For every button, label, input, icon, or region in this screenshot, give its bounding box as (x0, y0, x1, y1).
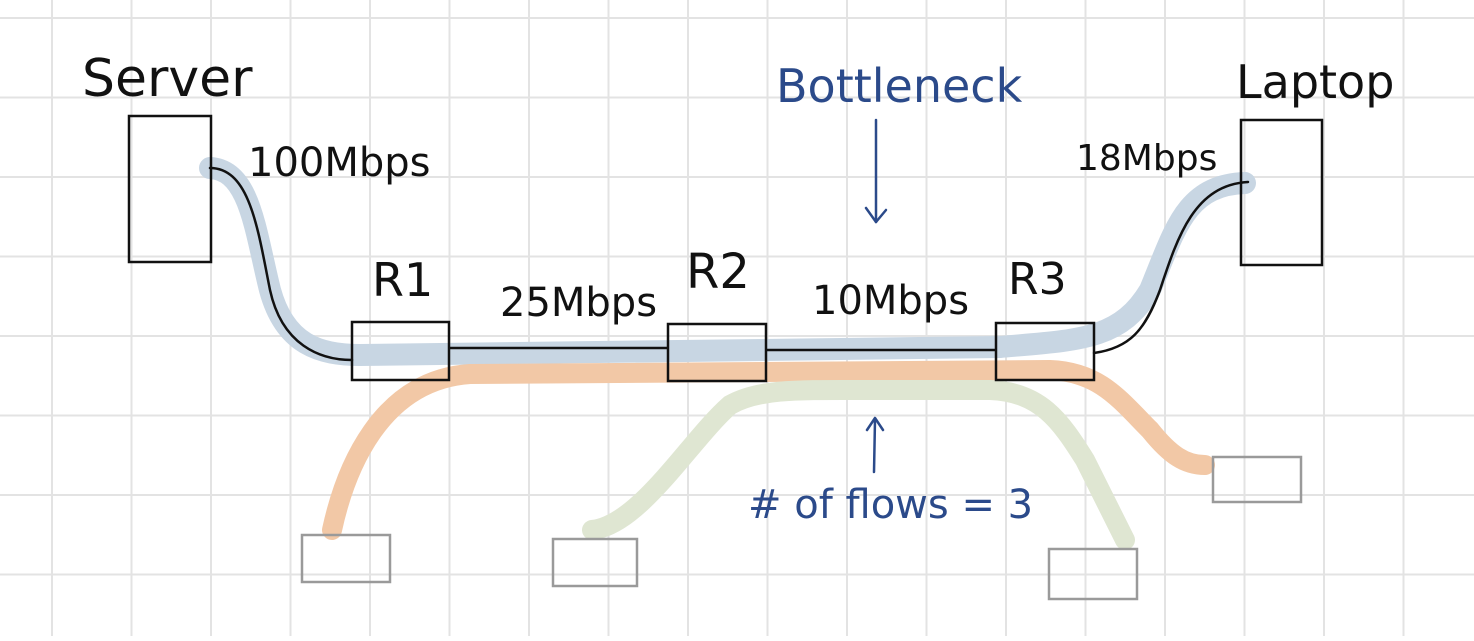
router-r3-box (994, 321, 1096, 382)
flows-count-label: # of flows = 3 (748, 482, 1033, 528)
endpoint-box-1 (300, 533, 392, 584)
endpoint-box-2 (551, 537, 639, 588)
server-box (127, 114, 213, 264)
router-r3-label: R3 (1008, 254, 1067, 305)
router-r2-label: R2 (686, 244, 750, 300)
flow-path-orange (322, 360, 1215, 540)
bottleneck-arrow-icon (864, 118, 888, 224)
server-label: Server (82, 49, 253, 109)
flows-arrow-icon (865, 416, 885, 474)
link-label-r3-laptop: 18Mbps (1076, 138, 1217, 179)
link-label-server-r1: 100Mbps (248, 140, 430, 186)
endpoint-box-3 (1047, 547, 1139, 601)
wire-server-r1 (208, 166, 354, 362)
laptop-label: Laptop (1236, 55, 1394, 109)
wire-r3-laptop (1092, 180, 1250, 355)
router-r1-label: R1 (372, 253, 433, 307)
endpoint-box-4 (1211, 455, 1303, 504)
link-label-r2-r3: 10Mbps (812, 278, 969, 324)
flow-path-blue (199, 157, 1256, 366)
router-r1-box (350, 320, 451, 382)
router-r2-box (666, 322, 768, 383)
flow-path-green (582, 379, 1135, 550)
link-label-r1-r2: 25Mbps (500, 280, 657, 326)
laptop-box (1239, 118, 1324, 267)
bottleneck-label: Bottleneck (776, 59, 1023, 113)
